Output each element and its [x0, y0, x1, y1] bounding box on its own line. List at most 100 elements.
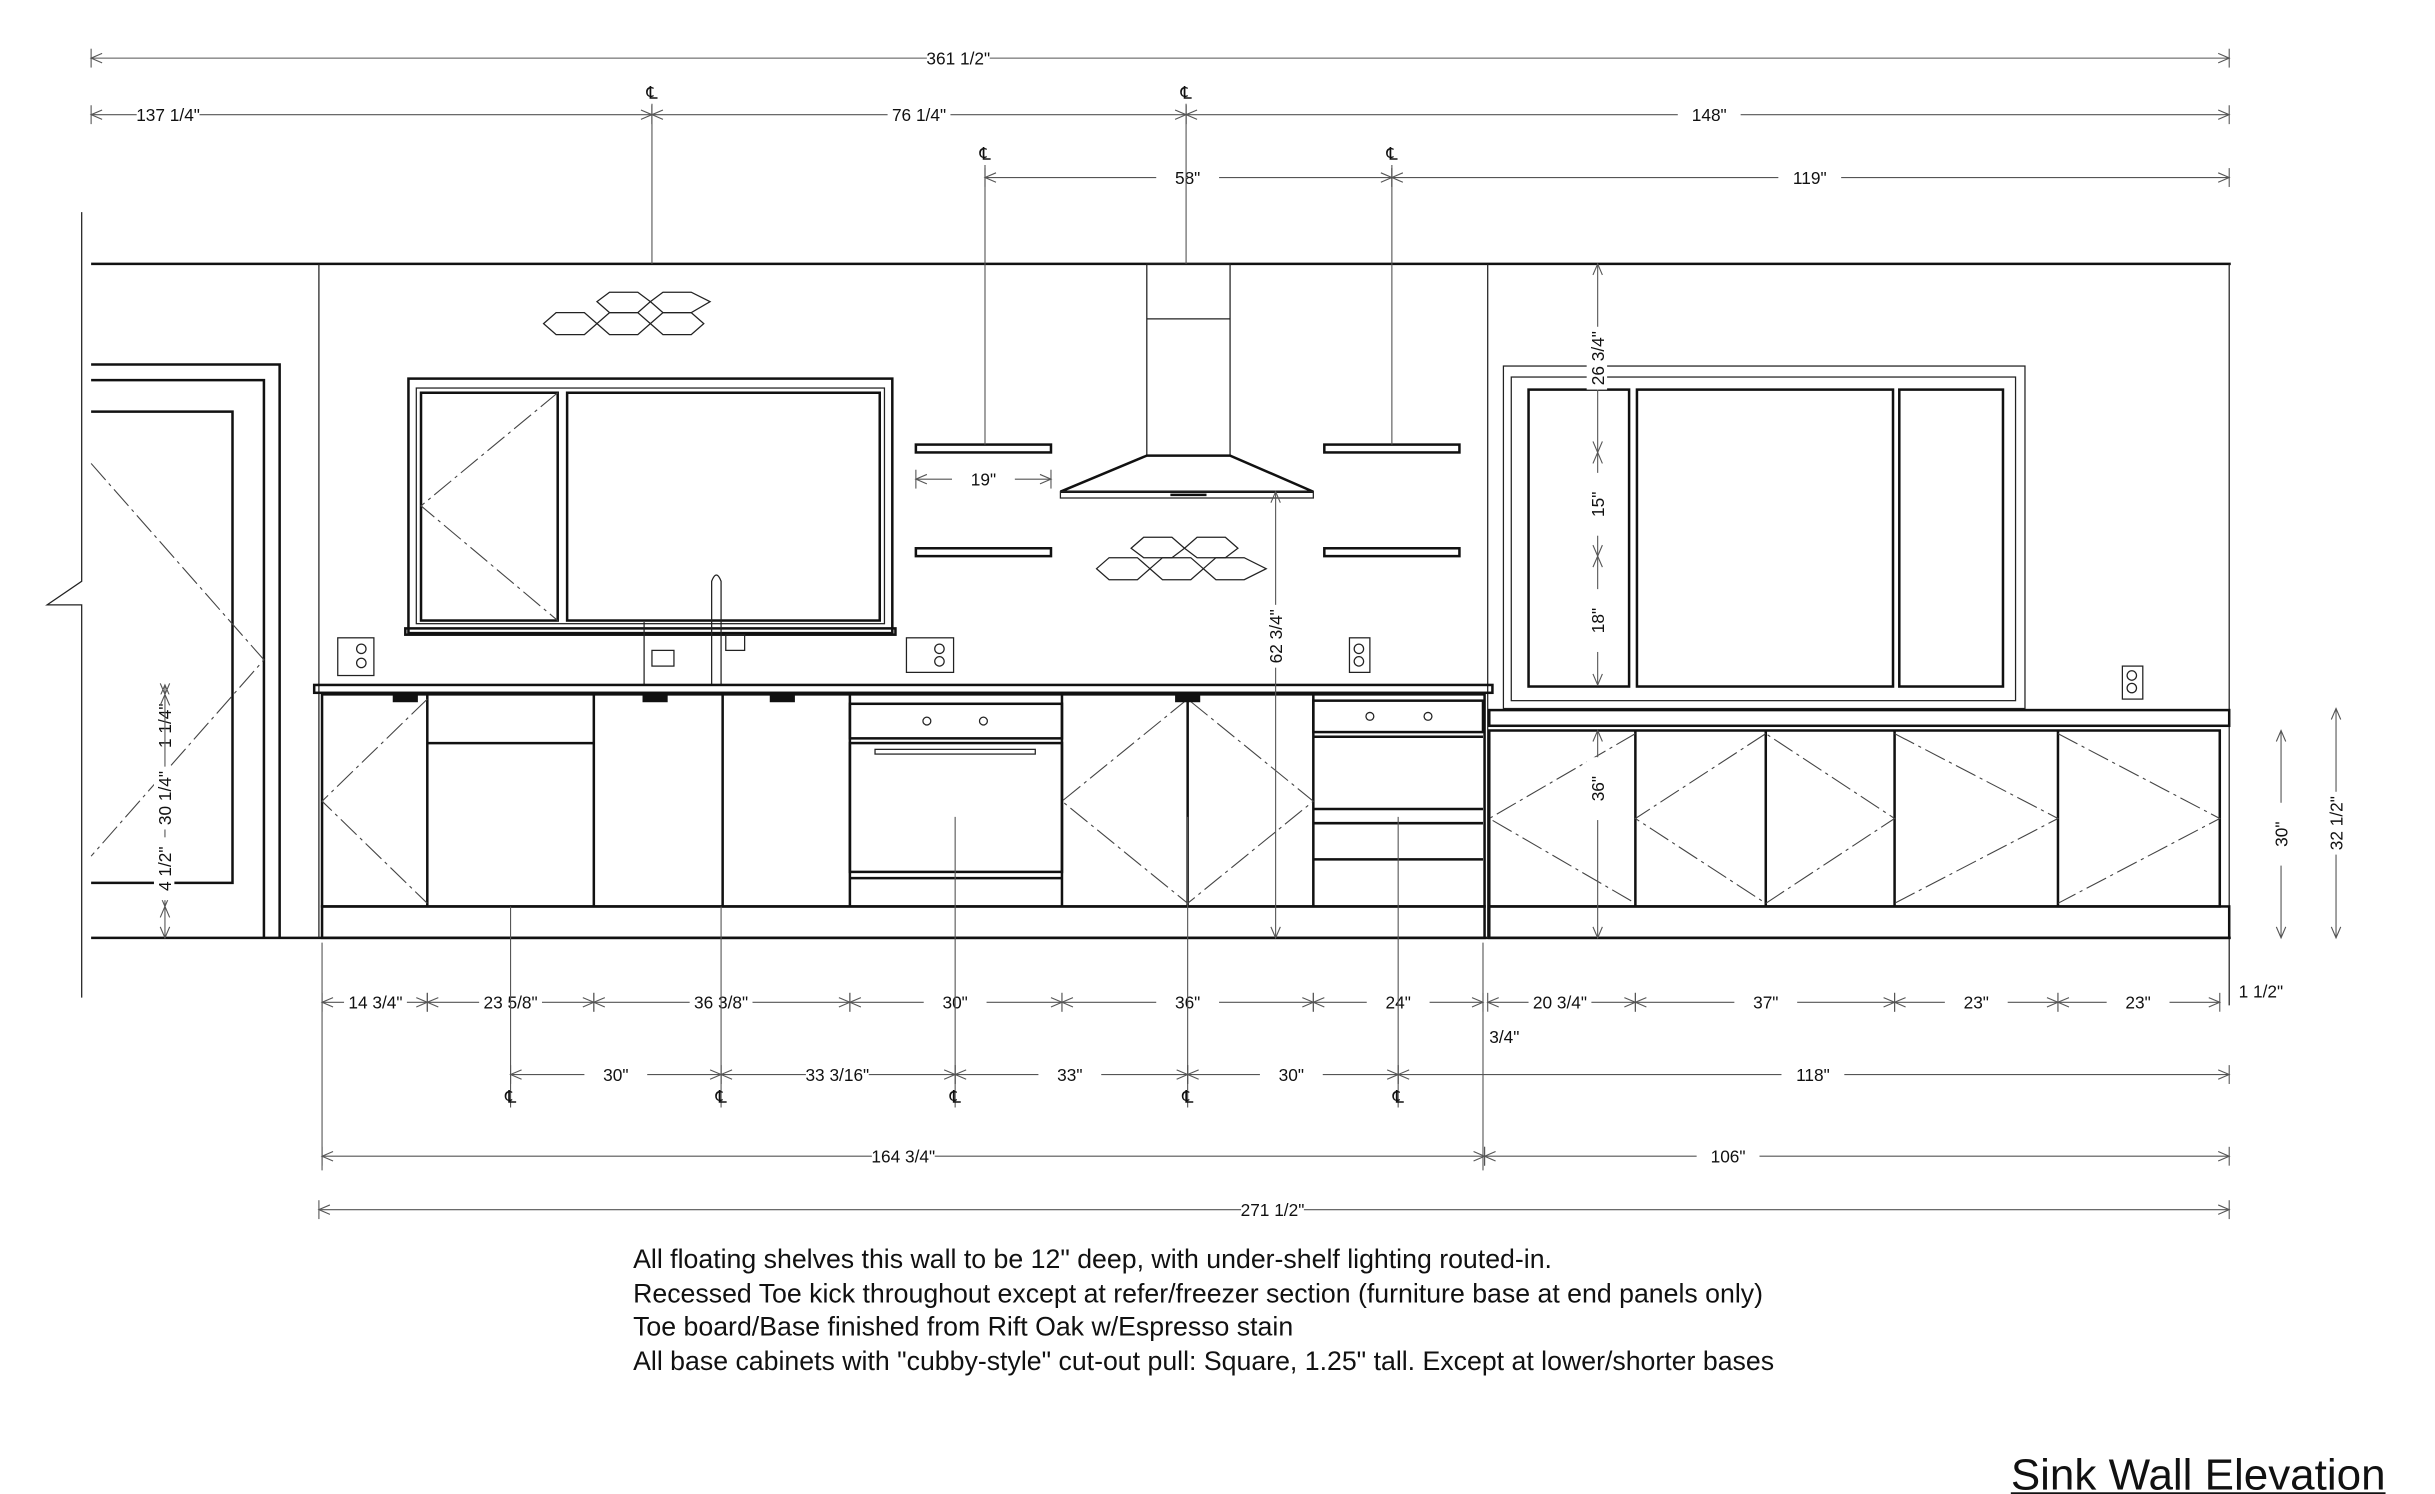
general-notes: All floating shelves this wall to be 12"… — [633, 1244, 1774, 1376]
arrowhead — [1592, 926, 1603, 940]
label-mask — [2325, 791, 2346, 855]
label-mask — [2106, 991, 2170, 1012]
dimension-label: 15" — [1588, 492, 1608, 517]
dimension-label: 164 3/4" — [871, 1147, 935, 1167]
sink-window — [404, 377, 897, 636]
arrowhead — [159, 926, 171, 940]
range-hood — [1059, 263, 1314, 499]
end-offset-label: 1 1/2" — [2239, 982, 2284, 1002]
arrowhead — [1592, 729, 1603, 742]
dimension-label: 14 3/4" — [348, 993, 402, 1013]
label-mask — [1696, 1145, 1760, 1166]
label-mask — [887, 103, 951, 125]
right-base-cabinets — [1488, 708, 2231, 940]
dimension-label: 361 1/2" — [926, 48, 990, 68]
dimension-label: 23" — [2125, 993, 2150, 1013]
arrowhead — [1270, 490, 1281, 503]
arrowhead — [2330, 707, 2342, 720]
oven — [848, 702, 1064, 880]
label-mask — [1264, 604, 1286, 668]
dimension-label: 32 1/2" — [2326, 796, 2346, 850]
dimension-label: 23" — [1964, 993, 1989, 1013]
centerline-symbol: ℄ — [978, 144, 990, 164]
centerline-symbol: ℄ — [1385, 144, 1397, 164]
label-mask — [1038, 1063, 1102, 1084]
dimension-label: 26 3/4" — [1588, 331, 1608, 385]
label-mask — [584, 1063, 648, 1084]
centerline-symbol: ℄ — [949, 1087, 961, 1107]
centerline-symbol: ℄ — [1181, 1087, 1193, 1107]
label-mask — [1734, 991, 1798, 1012]
arrowhead — [2330, 926, 2342, 940]
label-mask — [926, 47, 990, 68]
label-mask — [1156, 166, 1220, 187]
centerline-symbol: ℄ — [715, 1087, 727, 1107]
label-mask — [1241, 1198, 1304, 1220]
label-mask — [1781, 1063, 1845, 1084]
hex-pendant-light-2 — [1095, 536, 1268, 581]
arrowhead — [159, 905, 171, 918]
arrowhead — [1592, 554, 1603, 568]
label-mask — [1259, 1063, 1323, 1084]
dimension-label: 20 3/4" — [1533, 993, 1587, 1013]
arrowhead — [159, 692, 171, 706]
arrowhead — [2275, 926, 2287, 940]
dimension-label: 36" — [1588, 776, 1608, 801]
arrowhead — [1270, 926, 1281, 940]
dimension-label: 18" — [1588, 608, 1608, 633]
label-mask — [153, 694, 175, 758]
label-mask — [871, 1145, 935, 1166]
label-mask — [1586, 757, 1608, 821]
label-mask — [805, 1063, 869, 1084]
label-mask — [1586, 589, 1608, 652]
dimension-label: 19" — [971, 469, 996, 489]
right-window — [1502, 365, 2026, 710]
note-3: Toe board/Base finished from Rift Oak w/… — [633, 1311, 1293, 1341]
dimension-label: 30" — [1279, 1065, 1304, 1085]
note-1: All floating shelves this wall to be 12"… — [633, 1244, 1552, 1274]
dimension-label: 33" — [1057, 1065, 1082, 1085]
centerline-symbol: ℄ — [645, 83, 657, 103]
centerline-symbol: ℄ — [504, 1087, 516, 1107]
arrowhead — [1592, 451, 1603, 464]
dimension-lines: 361 1/2"137 1/4"76 1/4"148"58"119"19"14 … — [89, 47, 2346, 1220]
label-mask — [1528, 991, 1592, 1012]
label-mask — [1586, 472, 1608, 536]
arrowhead — [1592, 673, 1603, 687]
dimension-label: 148" — [1692, 105, 1727, 125]
note-4: All base cabinets with "cubby-style" cut… — [633, 1346, 1774, 1376]
label-mask — [153, 766, 175, 830]
dimension-label: 30" — [2271, 822, 2291, 847]
drawing-title: Sink Wall Elevation — [2011, 1450, 2386, 1494]
label-mask — [136, 103, 200, 125]
label-mask — [1778, 166, 1842, 187]
dimension-label: 119" — [1793, 168, 1827, 188]
dimension-label: 137 1/4" — [136, 105, 200, 125]
outlets — [337, 637, 2144, 700]
dimension-label: 58" — [1175, 168, 1200, 188]
label-mask — [1677, 103, 1741, 125]
label-mask — [1944, 991, 2008, 1012]
label-mask — [2270, 802, 2291, 866]
floating-shelves — [914, 443, 1461, 558]
dimension-label: 37" — [1753, 993, 1778, 1013]
label-mask — [1586, 326, 1608, 390]
dimension-label: 118" — [1796, 1065, 1830, 1085]
left-base-cabinets — [312, 683, 1494, 940]
note-2: Recessed Toe kick throughout except at r… — [633, 1278, 1763, 1308]
dimension-label: 4 1/2" — [155, 846, 175, 891]
gap-label: 3/4" — [1489, 1027, 1519, 1047]
label-mask — [153, 837, 175, 901]
dimension-label: 271 1/2" — [1241, 1200, 1305, 1220]
faucet — [643, 574, 746, 685]
hex-pendant-light-1 — [542, 291, 712, 336]
dimension-label: 62 3/4" — [1266, 609, 1286, 663]
centerline-symbol: ℄ — [1180, 83, 1192, 103]
dimension-label: 30 1/4" — [155, 771, 175, 825]
dimension-label: 106" — [1711, 1147, 1746, 1167]
dimension-label: 30" — [603, 1065, 628, 1085]
arrowhead — [2275, 729, 2287, 742]
label-mask — [952, 468, 1015, 489]
label-mask — [344, 991, 407, 1012]
